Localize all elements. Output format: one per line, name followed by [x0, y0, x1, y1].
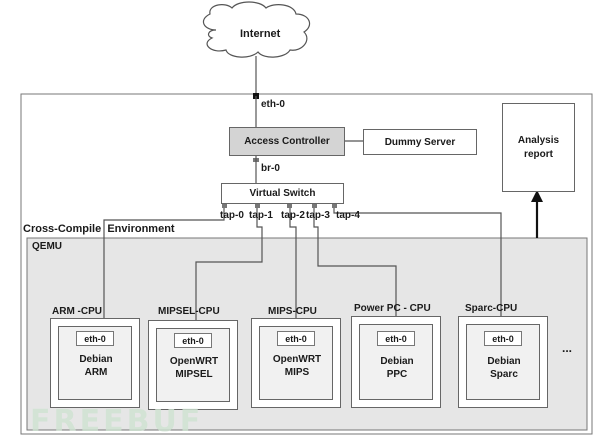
- eth0-label-sparc: eth-0: [492, 333, 514, 344]
- eth0-label-ppc: eth-0: [385, 333, 407, 344]
- more-cpus-ellipsis: ...: [562, 341, 573, 355]
- eth0-label-mips: eth-0: [285, 333, 307, 344]
- cpu-inner-arm: eth-0 Debian ARM: [58, 326, 132, 400]
- tap-3-label: tap-3: [306, 210, 330, 221]
- cpu-inner-mipsel: eth-0 OpenWRT MIPSEL: [156, 328, 230, 402]
- eth0-badge-arm: eth-0: [76, 331, 114, 346]
- freebuf-watermark: FREEBUF: [30, 404, 204, 439]
- os-name-sparc: Debian: [487, 356, 521, 367]
- tap-2-label: tap-2: [281, 210, 305, 221]
- eth0-label-arm: eth-0: [84, 333, 106, 344]
- eth0-badge-sparc: eth-0: [484, 331, 522, 346]
- report-arrow-head: [531, 190, 543, 202]
- tap-4-label: tap-4: [336, 210, 360, 221]
- dummy-server-box: Dummy Server: [363, 129, 477, 155]
- tap-1-port: [255, 203, 260, 208]
- cpu-box-mips: eth-0 OpenWRT MIPS: [251, 318, 341, 408]
- internet-label: Internet: [240, 28, 281, 40]
- analysis-report-box: Analysis report: [502, 103, 575, 192]
- cpu-label-mips: MIPS-CPU: [268, 306, 317, 317]
- internet-cloud-icon: [202, 1, 311, 58]
- tap-2-port: [287, 203, 292, 208]
- tap-4-port: [332, 203, 337, 208]
- eth0-badge-ppc: eth-0: [377, 331, 415, 346]
- os-arch-arm: ARM: [84, 367, 108, 378]
- virtual-switch-label: Virtual Switch: [249, 188, 316, 199]
- dummy-server-label: Dummy Server: [384, 136, 456, 148]
- os-label-ppc: Debian PPC: [360, 355, 434, 381]
- cpu-label-mipsel: MIPSEL-CPU: [158, 306, 220, 317]
- qemu-label: QEMU: [32, 241, 62, 252]
- tap-0-port: [222, 203, 227, 208]
- cpu-box-arm: eth-0 Debian ARM: [50, 318, 140, 408]
- analysis-report-line-1: Analysis: [517, 135, 560, 146]
- access-controller-label: Access Controller: [244, 136, 330, 147]
- os-name-mips: OpenWRT: [272, 354, 322, 365]
- eth0-label: eth-0: [261, 99, 285, 110]
- tap-4-wire: [333, 208, 502, 330]
- os-label-arm: Debian ARM: [59, 353, 133, 379]
- cpu-label-arm: ARM -CPU: [52, 306, 102, 317]
- eth0-badge-mipsel: eth-0: [174, 333, 212, 348]
- tap-0-wire: [103, 208, 225, 330]
- access-controller-box: Access Controller: [229, 127, 345, 156]
- cpu-inner-mips: eth-0 OpenWRT MIPS: [259, 326, 333, 400]
- cpu-box-ppc: eth-0 Debian PPC: [351, 316, 441, 408]
- cpu-box-mipsel: eth-0 OpenWRT MIPSEL: [148, 320, 238, 410]
- cpu-inner-sparc: eth-0 Debian Sparc: [466, 324, 540, 400]
- os-label-mipsel: OpenWRT MIPSEL: [157, 355, 231, 381]
- os-label-mips: OpenWRT MIPS: [260, 353, 334, 379]
- os-name-ppc: Debian: [380, 356, 414, 367]
- os-arch-mipsel: MIPSEL: [175, 369, 213, 380]
- analysis-report-line-2: report: [524, 149, 553, 160]
- cpu-label-ppc: Power PC - CPU: [354, 303, 431, 314]
- eth0-label-mipsel: eth-0: [182, 335, 204, 346]
- tap-0-label: tap-0: [220, 210, 244, 221]
- os-name-arm: Debian: [79, 354, 113, 365]
- tap-2-wire: [289, 208, 297, 330]
- os-arch-ppc: PPC: [386, 369, 408, 380]
- os-label-sparc: Debian Sparc: [467, 355, 541, 381]
- os-arch-mips: MIPS: [284, 367, 310, 378]
- eth0-badge-mips: eth-0: [277, 331, 315, 346]
- tap-1-wire: [195, 208, 263, 330]
- cpu-inner-ppc: eth-0 Debian PPC: [359, 324, 433, 400]
- cpu-label-sparc: Sparc-CPU: [465, 303, 518, 314]
- os-arch-sparc: Sparc: [490, 369, 518, 380]
- os-name-mipsel: OpenWRT: [169, 356, 219, 367]
- tap-3-wire: [313, 208, 397, 330]
- cross-compile-label: Cross-Compile Environment: [23, 223, 175, 235]
- cross-compile-frame: [20, 93, 593, 435]
- virtual-switch-box: Virtual Switch: [221, 183, 344, 204]
- tap-1-label: tap-1: [249, 210, 273, 221]
- br0-label: br-0: [261, 163, 280, 174]
- cpu-box-sparc: eth-0 Debian Sparc: [458, 316, 548, 408]
- tap-3-port: [312, 203, 317, 208]
